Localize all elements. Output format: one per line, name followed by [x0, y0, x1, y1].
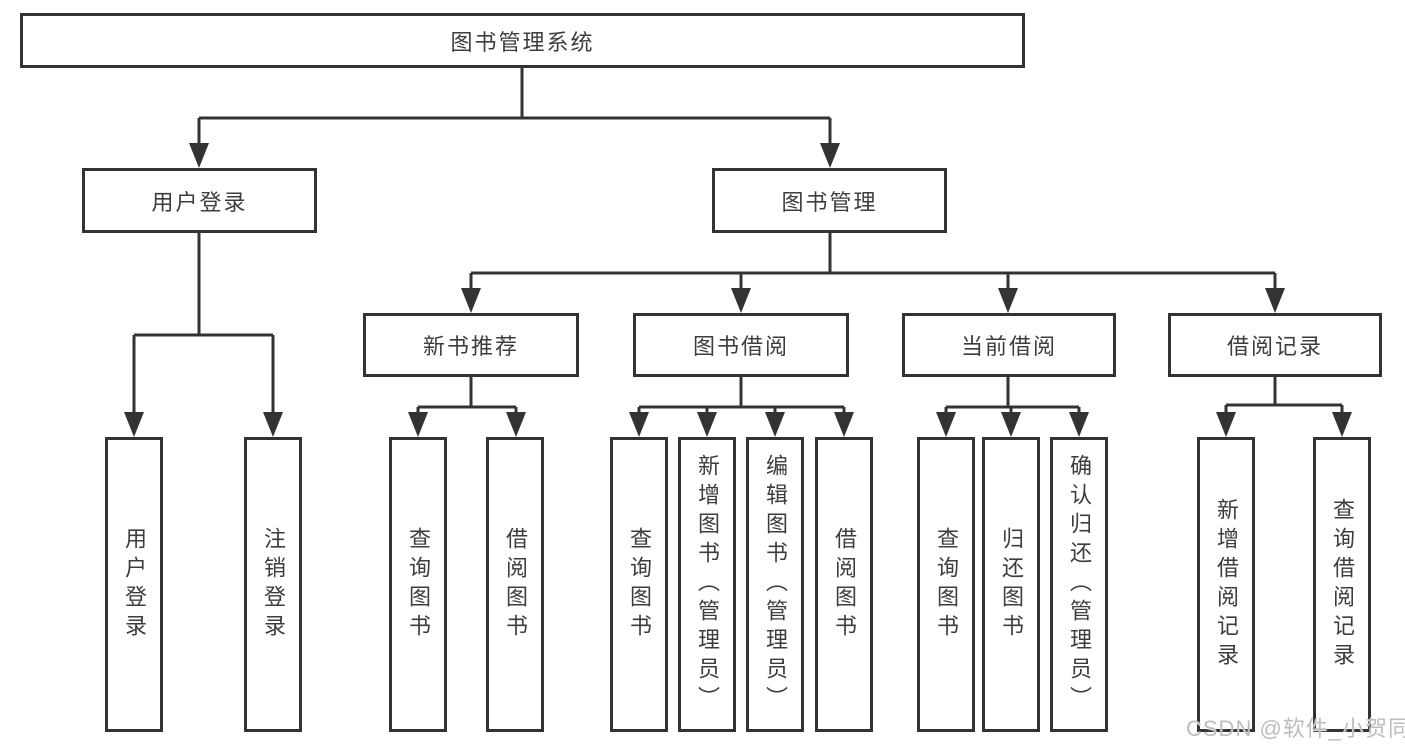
node-label: 借阅记录 — [1226, 334, 1323, 359]
leaf-label: 查询借阅记录 — [1330, 497, 1355, 672]
leaf-label: 新增图书（管理员） — [695, 454, 720, 715]
node-library-management-system: 图书管理系统 — [20, 13, 1025, 68]
leaf-add-borrow-record: 新增借阅记录 — [1197, 437, 1255, 732]
leaf-add-book-admin: 新增图书（管理员） — [678, 437, 736, 732]
node-borrowing-records: 借阅记录 — [1168, 313, 1382, 377]
node-book-management: 图书管理 — [712, 168, 947, 233]
node-label: 图书借阅 — [692, 334, 789, 359]
leaf-query-books-recommend: 查询图书 — [389, 437, 447, 732]
leaf-label: 查询图书 — [406, 526, 431, 643]
leaf-borrow-books-recommend: 借阅图书 — [486, 437, 544, 732]
leaf-query-books-current: 查询图书 — [917, 437, 975, 732]
leaf-label: 编辑图书（管理员） — [763, 454, 788, 715]
leaf-label: 查询图书 — [934, 526, 959, 643]
node-current-borrowing: 当前借阅 — [902, 313, 1116, 377]
node-label: 新书推荐 — [422, 334, 519, 359]
leaf-return-book: 归还图书 — [982, 437, 1040, 732]
node-book-borrowing: 图书借阅 — [633, 313, 849, 377]
leaf-label: 新增借阅记录 — [1214, 497, 1239, 672]
node-label: 用户登录 — [151, 189, 248, 215]
leaf-label: 确认归还（管理员） — [1067, 454, 1092, 715]
watermark: CSDN @软件_小贺同学 — [1186, 716, 1405, 741]
node-label: 图书管理 — [781, 189, 878, 215]
leaf-label: 借阅图书 — [832, 526, 857, 643]
leaf-query-borrow-record: 查询借阅记录 — [1313, 437, 1371, 732]
leaf-label: 注销登录 — [261, 526, 286, 643]
leaf-confirm-return-admin: 确认归还（管理员） — [1050, 437, 1108, 732]
leaf-logout: 注销登录 — [244, 437, 302, 732]
leaf-label: 查询图书 — [627, 526, 652, 643]
leaf-label: 用户登录 — [122, 526, 147, 643]
node-label: 当前借阅 — [960, 334, 1057, 359]
node-new-book-recommendation: 新书推荐 — [363, 313, 579, 377]
leaf-borrow-books-borrowing: 借阅图书 — [815, 437, 873, 732]
leaf-user-login: 用户登录 — [105, 437, 163, 732]
leaf-label: 归还图书 — [999, 526, 1024, 643]
node-label: 图书管理系统 — [450, 29, 595, 55]
leaf-query-books-borrowing: 查询图书 — [610, 437, 668, 732]
leaf-label: 借阅图书 — [503, 526, 528, 643]
node-user-login: 用户登录 — [82, 168, 317, 233]
leaf-edit-book-admin: 编辑图书（管理员） — [746, 437, 804, 732]
